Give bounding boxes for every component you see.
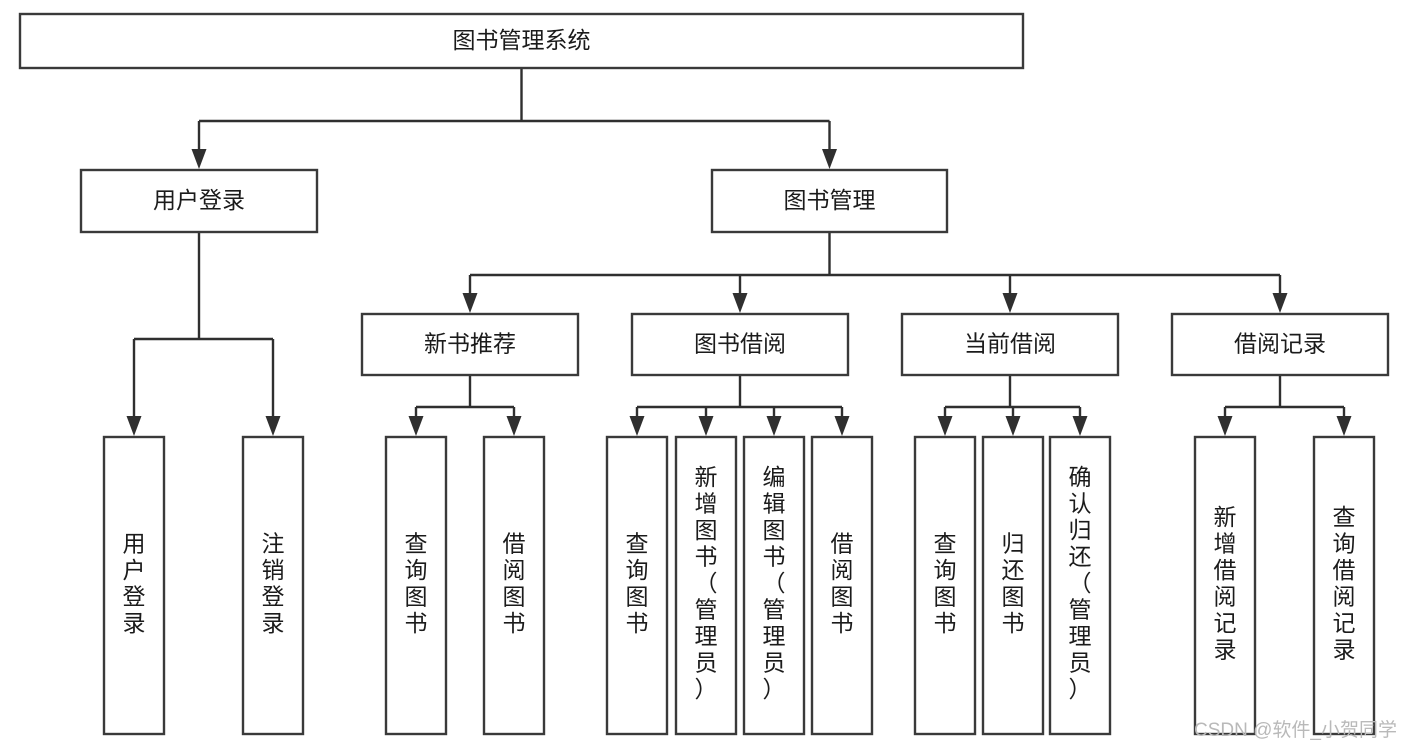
node-box bbox=[742, 435, 806, 736]
node-box bbox=[900, 312, 1120, 377]
node-label: 注销登录 bbox=[262, 530, 285, 636]
node-box bbox=[102, 435, 166, 736]
arrow-head-icon bbox=[732, 293, 748, 313]
node-box bbox=[1312, 435, 1376, 736]
arrow-head-icon bbox=[1002, 293, 1018, 313]
node-box bbox=[482, 435, 546, 736]
node-label: 图书管理系统 bbox=[453, 27, 591, 53]
node-box bbox=[18, 12, 1025, 70]
node-leaf-user-logout[interactable]: 注销登录 bbox=[241, 435, 305, 736]
arrow-head-icon bbox=[191, 149, 207, 169]
node-label: 图书借阅 bbox=[694, 331, 786, 357]
node-label: 新增借阅记录 bbox=[1214, 504, 1237, 663]
node-book-manage[interactable]: 图书管理 bbox=[710, 168, 949, 234]
node-box bbox=[913, 435, 977, 736]
node-label: 新书推荐 bbox=[424, 331, 516, 357]
arrow-head-icon bbox=[629, 416, 645, 436]
node-leaf-user-login[interactable]: 用户登录 bbox=[102, 435, 166, 736]
node-leaf-edit-book[interactable]: 编辑图书（管理员） bbox=[742, 435, 806, 736]
arrow-head-icon bbox=[462, 293, 478, 313]
node-leaf-query-book-cur[interactable]: 查询图书 bbox=[913, 435, 977, 736]
node-box bbox=[1170, 312, 1390, 377]
node-label: 查询图书 bbox=[405, 530, 428, 636]
arrow-head-icon bbox=[1005, 416, 1021, 436]
watermark: CSDN @软件_小贺同学 bbox=[1194, 719, 1397, 741]
arrow-head-icon bbox=[1217, 416, 1233, 436]
node-box bbox=[674, 435, 738, 736]
node-box bbox=[1048, 435, 1112, 736]
node-root[interactable]: 图书管理系统 bbox=[18, 12, 1025, 70]
arrow-head-icon bbox=[1272, 293, 1288, 313]
arrow-head-icon bbox=[822, 149, 837, 169]
node-label: 借阅图书 bbox=[831, 530, 854, 636]
node-box bbox=[79, 168, 319, 234]
node-label: 借阅图书 bbox=[503, 530, 526, 636]
node-leaf-borrow-book[interactable]: 借阅图书 bbox=[810, 435, 874, 736]
node-label: 用户登录 bbox=[123, 530, 146, 636]
node-label: 归还图书 bbox=[1002, 530, 1025, 636]
node-box bbox=[710, 168, 949, 234]
node-layer: 图书管理系统用户登录图书管理新书推荐图书借阅当前借阅借阅记录用户登录注销登录查询… bbox=[18, 12, 1390, 736]
node-box bbox=[605, 435, 669, 736]
arrow-head-icon bbox=[834, 416, 850, 436]
node-leaf-return-book[interactable]: 归还图书 bbox=[981, 435, 1045, 736]
watermark-layer: CSDN @软件_小贺同学 bbox=[1194, 719, 1397, 741]
node-leaf-add-book[interactable]: 新增图书（管理员） bbox=[674, 435, 738, 736]
node-label: 查询图书 bbox=[934, 530, 957, 636]
node-box bbox=[360, 312, 580, 377]
node-leaf-query-book-borrow[interactable]: 查询图书 bbox=[605, 435, 669, 736]
node-label: 查询图书 bbox=[626, 530, 649, 636]
node-leaf-borrow-book-rec[interactable]: 借阅图书 bbox=[482, 435, 546, 736]
arrow-head-icon bbox=[766, 416, 782, 436]
arrow-head-icon bbox=[698, 416, 714, 436]
arrow-head-icon bbox=[265, 416, 281, 436]
node-label: 新增图书（管理员） bbox=[695, 464, 718, 702]
node-leaf-query-book-rec[interactable]: 查询图书 bbox=[384, 435, 448, 736]
node-box bbox=[630, 312, 850, 377]
arrow-head-icon bbox=[1336, 416, 1352, 436]
node-box bbox=[981, 435, 1045, 736]
node-label: 用户登录 bbox=[153, 187, 245, 213]
node-leaf-add-record[interactable]: 新增借阅记录 bbox=[1193, 435, 1257, 736]
node-book-borrow[interactable]: 图书借阅 bbox=[630, 312, 850, 377]
node-label: 查询借阅记录 bbox=[1333, 504, 1356, 663]
arrow-head-icon bbox=[506, 416, 522, 436]
node-box bbox=[810, 435, 874, 736]
node-borrow-record[interactable]: 借阅记录 bbox=[1170, 312, 1390, 377]
node-box bbox=[1193, 435, 1257, 736]
node-box bbox=[384, 435, 448, 736]
node-leaf-confirm-return[interactable]: 确认归还（管理员） bbox=[1048, 435, 1112, 736]
node-label: 确认归还（管理员） bbox=[1069, 464, 1092, 702]
node-current-borrow[interactable]: 当前借阅 bbox=[900, 312, 1120, 377]
connector-layer bbox=[126, 68, 1352, 436]
node-label: 图书管理 bbox=[784, 187, 876, 213]
node-new-book-recommend[interactable]: 新书推荐 bbox=[360, 312, 580, 377]
node-leaf-query-record[interactable]: 查询借阅记录 bbox=[1312, 435, 1376, 736]
arrow-head-icon bbox=[937, 416, 953, 436]
arrow-head-icon bbox=[408, 416, 424, 436]
arrow-head-icon bbox=[1072, 416, 1088, 436]
node-box bbox=[241, 435, 305, 736]
node-user-login[interactable]: 用户登录 bbox=[79, 168, 319, 234]
node-label: 借阅记录 bbox=[1234, 331, 1326, 357]
node-label: 编辑图书（管理员） bbox=[763, 464, 786, 702]
arrow-head-icon bbox=[126, 416, 142, 436]
node-label: 当前借阅 bbox=[964, 331, 1056, 357]
